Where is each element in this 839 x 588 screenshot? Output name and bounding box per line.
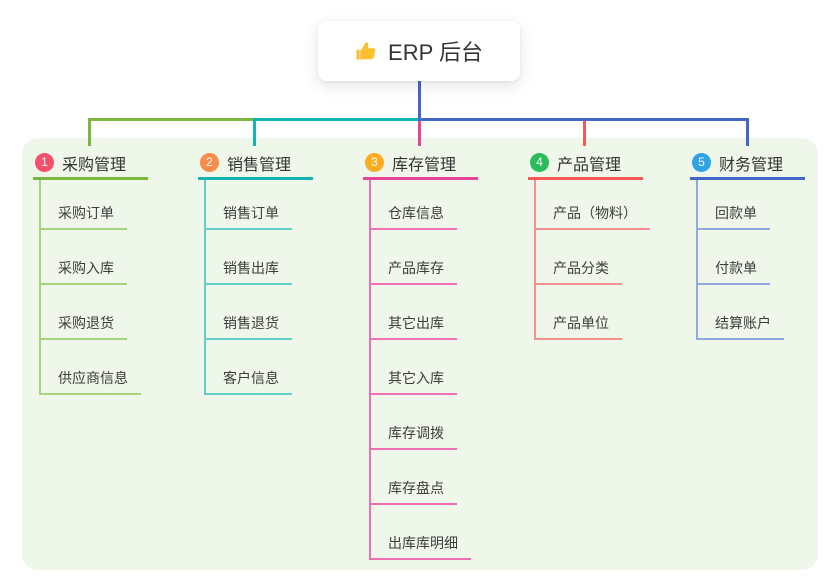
leaf-label: 产品分类 — [536, 261, 622, 285]
leaf-label: 采购入库 — [41, 261, 127, 285]
branch-items: 回款单 付款单 结算账户 — [696, 180, 805, 340]
connector-v-sales — [253, 118, 256, 146]
connector-h-finance — [418, 118, 749, 121]
leaf-node[interactable]: 采购订单 — [41, 180, 148, 230]
leaf-label: 销售退货 — [206, 316, 292, 340]
leaf-label: 库存调拨 — [371, 426, 457, 450]
branch-node[interactable]: 1 采购管理 — [33, 148, 148, 180]
connector-h-purchase — [88, 118, 254, 121]
branch-sales: 2 销售管理 销售订单 销售出库 销售退货 客户信息 — [198, 148, 313, 395]
leaf-label: 其它入库 — [371, 371, 457, 395]
branch-number-badge: 5 — [692, 153, 711, 172]
branch-node[interactable]: 2 销售管理 — [198, 148, 313, 180]
leaf-label: 采购退货 — [41, 316, 127, 340]
branch-label: 产品管理 — [557, 156, 622, 174]
branch-product: 4 产品管理 产品（物料） 产品分类 产品单位 — [528, 148, 650, 340]
leaf-label: 供应商信息 — [41, 371, 141, 395]
leaf-label: 销售出库 — [206, 261, 292, 285]
leaf-label: 销售订单 — [206, 206, 292, 230]
connector-root-stem — [418, 81, 421, 119]
branch-number-badge: 2 — [200, 153, 219, 172]
leaf-node[interactable]: 其它入库 — [371, 340, 478, 395]
connector-v-purchase — [88, 118, 91, 146]
leaf-label: 其它出库 — [371, 316, 457, 340]
leaf-node[interactable]: 付款单 — [698, 230, 805, 285]
branch-node[interactable]: 5 财务管理 — [690, 148, 805, 180]
leaf-label: 客户信息 — [206, 371, 292, 395]
branch-node[interactable]: 4 产品管理 — [528, 148, 643, 180]
leaf-label: 付款单 — [698, 261, 770, 285]
leaf-label: 产品单位 — [536, 316, 622, 340]
branches-panel — [22, 138, 818, 570]
leaf-node[interactable]: 产品单位 — [536, 285, 643, 340]
root-node-label: ERP 后台 — [388, 40, 483, 65]
leaf-node[interactable]: 采购退货 — [41, 285, 148, 340]
leaf-node[interactable]: 库存盘点 — [371, 450, 478, 505]
leaf-node[interactable]: 结算账户 — [698, 285, 805, 340]
leaf-node[interactable]: 回款单 — [698, 180, 805, 230]
leaf-label: 库存盘点 — [371, 481, 457, 505]
leaf-node[interactable]: 销售订单 — [206, 180, 313, 230]
leaf-label: 产品（物料） — [536, 206, 650, 230]
branch-purchase: 1 采购管理 采购订单 采购入库 采购退货 供应商信息 — [33, 148, 148, 395]
branch-label: 采购管理 — [62, 156, 127, 174]
branch-items: 仓库信息 产品库存 其它出库 其它入库 库存调拨 库存盘点 出库库明细 — [369, 180, 478, 560]
branch-label: 销售管理 — [227, 156, 292, 174]
connector-v-inventory — [418, 121, 421, 146]
connector-h-sales — [254, 118, 421, 121]
connector-v-product — [583, 121, 586, 146]
leaf-node[interactable]: 产品分类 — [536, 230, 643, 285]
leaf-node[interactable]: 客户信息 — [206, 340, 313, 395]
leaf-node[interactable]: 库存调拨 — [371, 395, 478, 450]
branch-items: 销售订单 销售出库 销售退货 客户信息 — [204, 180, 313, 395]
leaf-node[interactable]: 出库库明细 — [371, 505, 478, 560]
leaf-label: 出库库明细 — [371, 536, 471, 560]
root-node[interactable]: ERP 后台 — [318, 21, 520, 81]
leaf-label: 采购订单 — [41, 206, 127, 230]
leaf-node[interactable]: 其它出库 — [371, 285, 478, 340]
branch-label: 库存管理 — [392, 156, 457, 174]
leaf-node[interactable]: 采购入库 — [41, 230, 148, 285]
leaf-label: 结算账户 — [698, 316, 784, 340]
branch-number-badge: 4 — [530, 153, 549, 172]
leaf-label: 仓库信息 — [371, 206, 457, 230]
branch-inventory: 3 库存管理 仓库信息 产品库存 其它出库 其它入库 库存调拨 库存盘点 出库库… — [363, 148, 478, 560]
leaf-label: 回款单 — [698, 206, 770, 230]
thumbs-up-icon — [355, 40, 378, 63]
connector-v-finance — [746, 118, 749, 146]
leaf-node[interactable]: 销售退货 — [206, 285, 313, 340]
leaf-node[interactable]: 产品（物料） — [536, 180, 650, 230]
leaf-node[interactable]: 供应商信息 — [41, 340, 148, 395]
leaf-label: 产品库存 — [371, 261, 457, 285]
branch-items: 产品（物料） 产品分类 产品单位 — [534, 180, 650, 340]
branch-items: 采购订单 采购入库 采购退货 供应商信息 — [39, 180, 148, 395]
branch-number-badge: 1 — [35, 153, 54, 172]
leaf-node[interactable]: 仓库信息 — [371, 180, 478, 230]
branch-label: 财务管理 — [719, 156, 784, 174]
leaf-node[interactable]: 产品库存 — [371, 230, 478, 285]
branch-finance: 5 财务管理 回款单 付款单 结算账户 — [690, 148, 805, 340]
branch-node[interactable]: 3 库存管理 — [363, 148, 478, 180]
leaf-node[interactable]: 销售出库 — [206, 230, 313, 285]
branch-number-badge: 3 — [365, 153, 384, 172]
